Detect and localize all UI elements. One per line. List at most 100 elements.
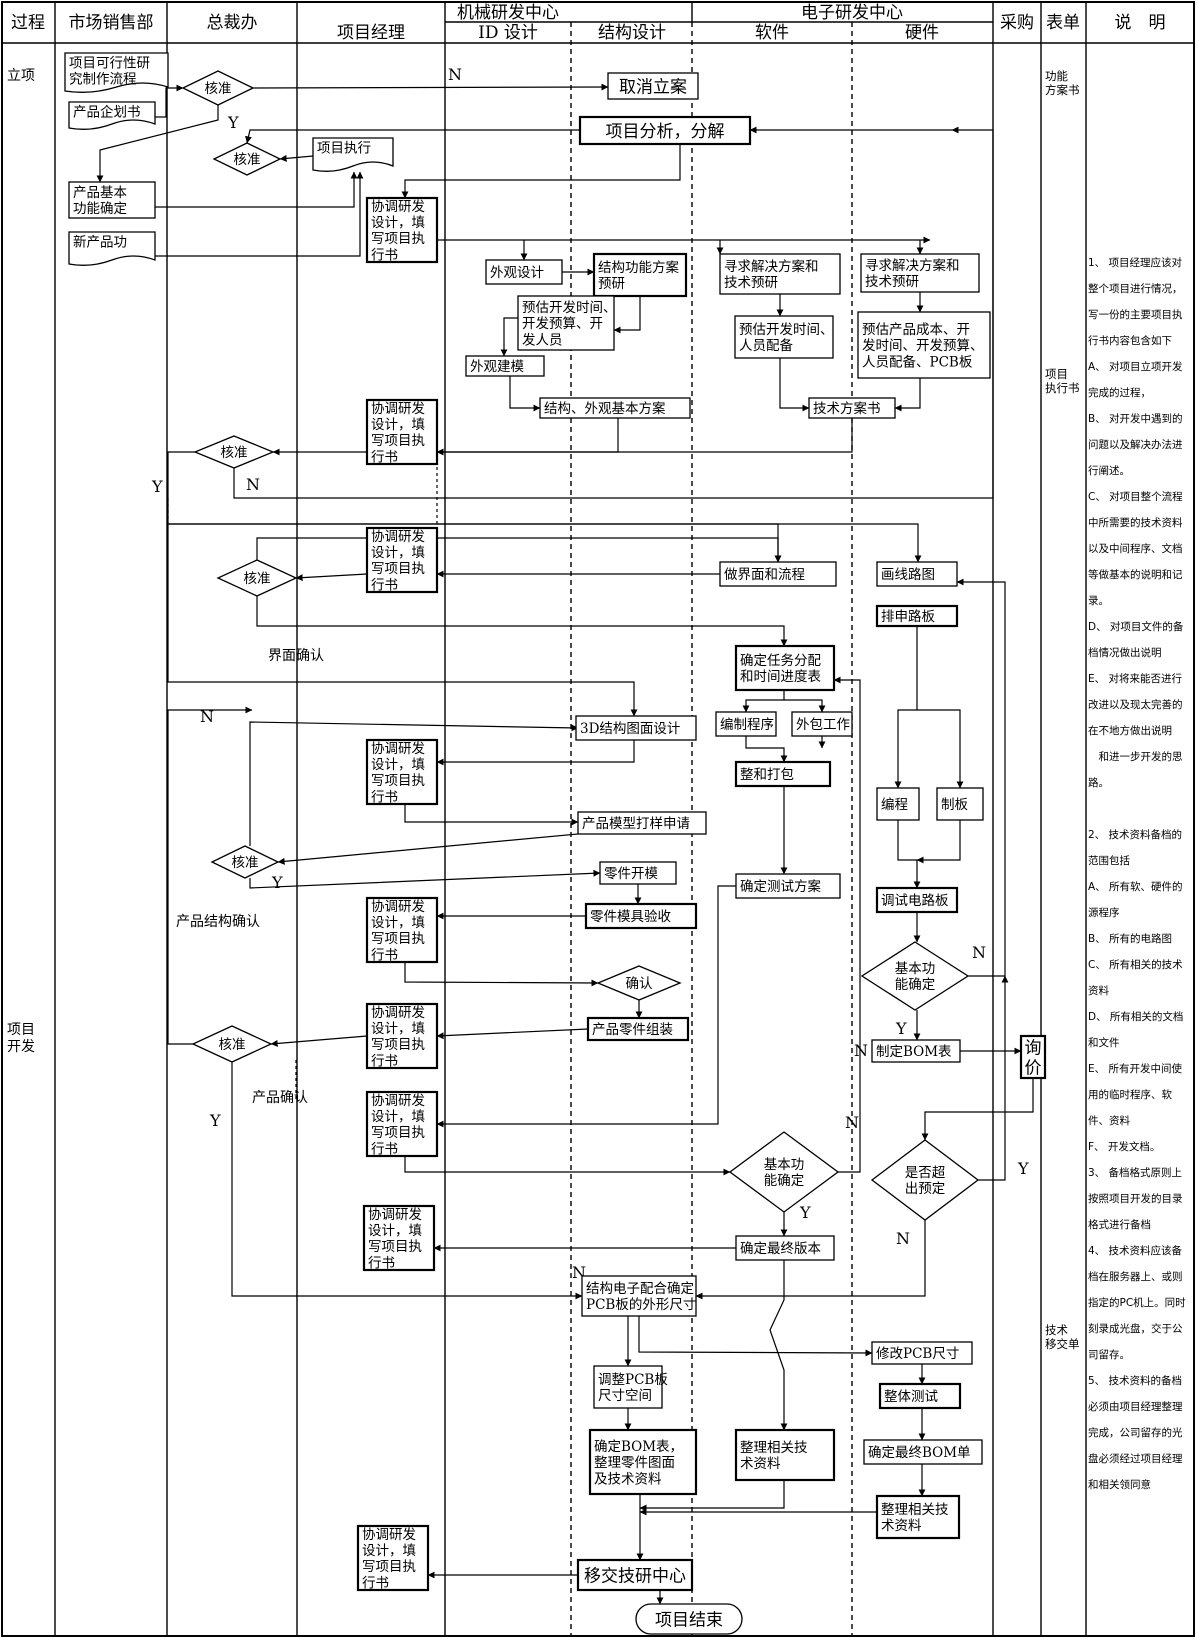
node-product-plan: 产品企划书	[68, 101, 156, 130]
header-forms: 表单	[1046, 13, 1080, 33]
edge-label: N	[854, 1041, 868, 1060]
node-estimate-mech: 预估开发时间、开发预算、开发人员	[517, 295, 617, 351]
connector	[270, 1035, 368, 1047]
connector	[894, 626, 918, 789]
node-label: 协调研发设计，填写项目执行书	[371, 529, 425, 594]
node-label: 寻求解决方案和技术预研	[724, 258, 819, 291]
node-label: 结构功能方案预研	[598, 259, 679, 292]
node-new-product: 新产品功	[68, 231, 156, 266]
node-part-mold: 零件开模	[599, 861, 677, 885]
connector	[436, 885, 736, 1128]
node-appearance-model: 外观建模	[465, 355, 545, 377]
node-basic-func: 产品基本功能确定	[68, 181, 156, 219]
connector	[96, 105, 219, 183]
node-final-version: 确定最终版本	[735, 1235, 835, 1261]
node-label: 编程	[881, 797, 908, 813]
connector	[897, 820, 921, 889]
node-approve6: 核准	[191, 1025, 273, 1063]
edge-label: N	[448, 65, 462, 84]
node-label: 新产品功	[73, 235, 127, 251]
node-label: 整和打包	[740, 766, 794, 783]
node-label: 整体测试	[884, 1389, 938, 1405]
connector	[613, 296, 641, 334]
connector	[245, 129, 580, 144]
connector	[167, 706, 253, 1045]
lane-label: 产品结构确认	[176, 914, 260, 930]
node-label: 预估产品成本、开发时间、开发预算、人员配备、PCB板	[862, 322, 984, 370]
node-label: 取消立案	[619, 77, 687, 97]
node-confirm: 确认	[596, 965, 682, 1001]
edge-label: N	[845, 1113, 859, 1132]
node-modify-pcb: 修改PCB尺寸	[871, 1341, 973, 1365]
lane-label: 界面确认	[268, 648, 324, 664]
node-label: 询价	[1025, 1038, 1042, 1078]
connector	[784, 699, 826, 713]
node-label: 做界面和流程	[724, 567, 805, 583]
node-label: 画线路图	[881, 567, 935, 583]
header-hardware: 硬件	[905, 23, 939, 43]
node-outsource: 外包工作	[791, 711, 853, 737]
notes-text: 1、 项目经理应该对整个项目进行情况，写一份的主要项目执行书内容包含如下 A、 …	[1088, 257, 1186, 1491]
node-sw-research: 寻求解决方案和技术预研	[719, 253, 841, 295]
header-id-design: ID 设计	[478, 23, 538, 43]
node-circuit: 画线路图	[876, 561, 958, 587]
node-test-plan: 确定测试方案	[735, 873, 841, 899]
connector	[252, 83, 609, 91]
node-coord3: 协调研发设计，填写项目执行书	[365, 526, 439, 594]
edge-label: Y	[271, 873, 283, 892]
connector	[231, 1062, 583, 1300]
node-label: 是否超出预定	[905, 1165, 946, 1197]
header-purchasing: 采购	[1000, 13, 1034, 33]
connector	[978, 975, 1009, 1181]
node-transfer: 移交技研中心	[576, 1558, 694, 1592]
connector	[745, 736, 788, 763]
node-adjust-pcb: 调整PCB板尺寸空间	[593, 1365, 668, 1409]
connector	[509, 376, 541, 412]
header-ceo-office: 总裁办	[207, 13, 258, 33]
form-tech-transfer: 技术移交单	[1045, 1323, 1080, 1351]
node-cancel: 取消立案	[607, 72, 699, 100]
node-make-board: 制板	[936, 787, 984, 821]
node-part-assembly: 产品零件组装	[586, 1016, 690, 1042]
connector	[833, 676, 861, 1173]
connector	[249, 721, 579, 846]
node-label: 外观设计	[490, 265, 544, 281]
edge-label: Y	[209, 1111, 221, 1130]
connector	[155, 171, 358, 208]
node-label: 项目结束	[655, 1610, 723, 1630]
header-mech-center: 机械研发中心	[457, 3, 559, 23]
node-label: 基本功能确定	[895, 960, 936, 993]
node-label: 调试电路板	[881, 893, 949, 909]
connector	[295, 573, 368, 582]
connector	[404, 804, 579, 826]
node-label: 制定BOM表	[876, 1044, 952, 1060]
node-label: 产品模型打样申请	[582, 815, 690, 832]
edge-label: Y	[151, 477, 163, 496]
connector	[401, 144, 681, 199]
node-task-assign: 确定任务分配和时间进度表	[734, 644, 836, 692]
form-execution-book: 项目执行书	[1045, 367, 1080, 395]
node-over-budget: 是否超出预定	[870, 1139, 980, 1221]
node-project-end: 项目结束	[635, 1603, 743, 1635]
connector	[436, 418, 619, 456]
node-sw-estimate: 预估开发时间、人员配备	[734, 315, 834, 359]
node-label: 制板	[941, 797, 969, 813]
connector	[917, 709, 964, 789]
connector	[894, 378, 921, 412]
header-elec-center: 电子研发中心	[801, 3, 903, 23]
node-label: 确定BOM表，整理零件图面及技术资料	[594, 1439, 683, 1487]
node-label: 产品企划书	[73, 104, 141, 121]
node-label: 项目可行性研究制作流程	[69, 56, 150, 88]
node-struct3d: 3D结构图面设计	[575, 715, 697, 741]
node-label: 确认	[626, 976, 654, 992]
phase-initiation: 立项	[7, 68, 35, 84]
node-approve2: 核准	[212, 142, 282, 176]
edge-label: Y	[227, 113, 239, 132]
node-label: 核准	[234, 152, 261, 168]
node-sw-basic-func: 基本功能确定	[728, 1131, 840, 1213]
